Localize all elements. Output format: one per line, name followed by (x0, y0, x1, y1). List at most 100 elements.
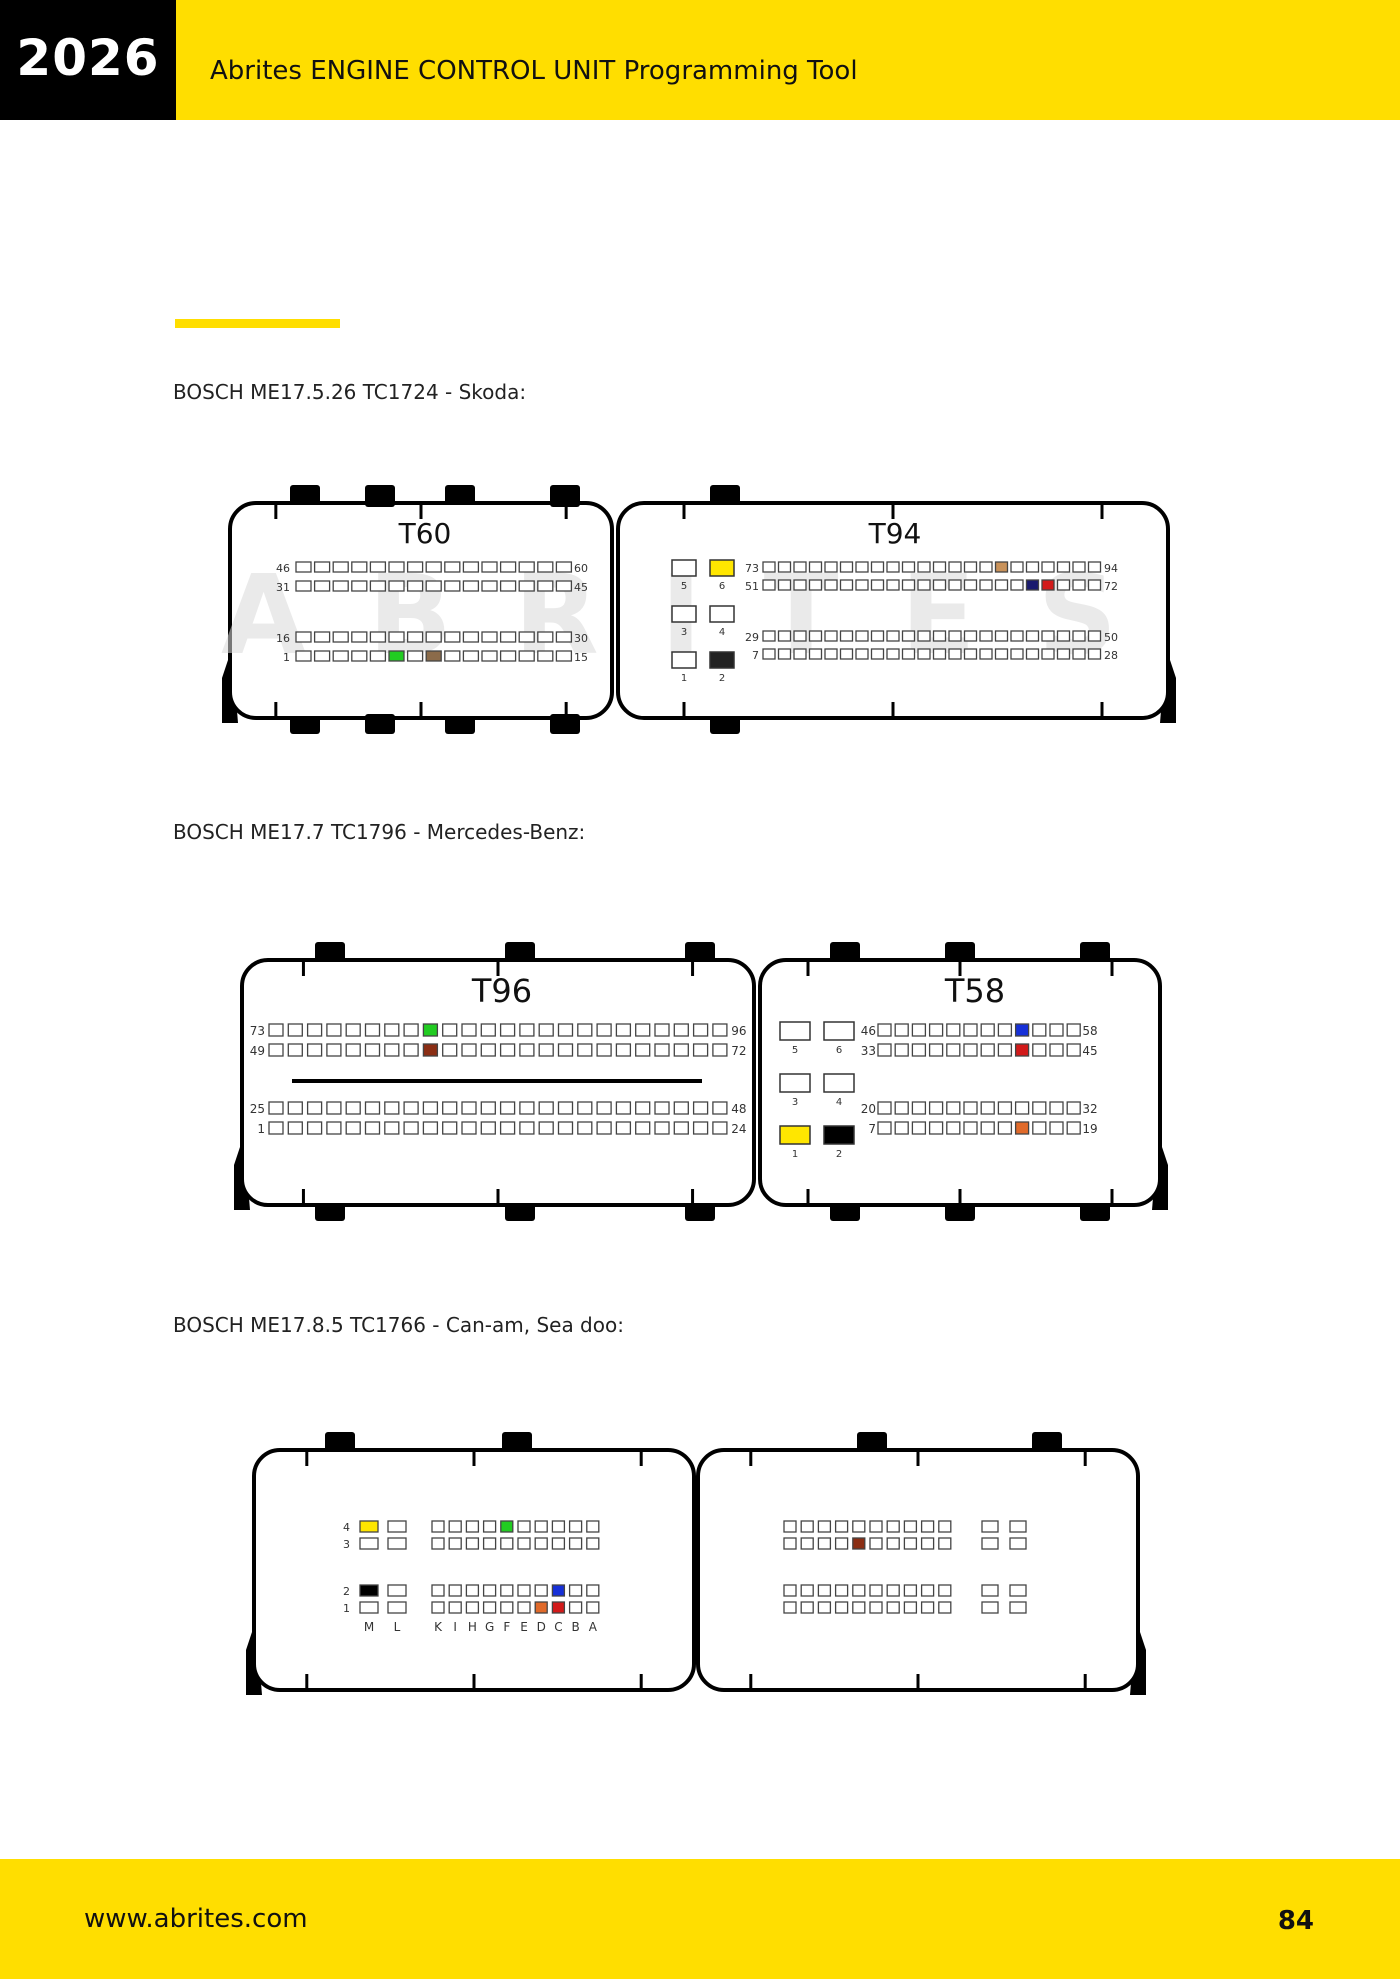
connector-pin (596, 1121, 612, 1135)
connector-pin (1049, 1043, 1064, 1057)
connector-pin (692, 1023, 709, 1037)
caption-canam: BOSCH ME17.8.5 TC1766 - Can-am, Sea doo: (173, 1313, 624, 1337)
pin-number-label: 60 (574, 562, 588, 575)
connector-pin (1032, 1101, 1047, 1115)
column-letter-label: H (468, 1620, 477, 1634)
connector-pin (997, 1043, 1013, 1057)
connector-pin (406, 631, 424, 643)
connector-pin (886, 1601, 900, 1614)
connector-pin (911, 1121, 927, 1135)
connector-pin (287, 1043, 303, 1057)
connector-pin (1032, 1121, 1047, 1135)
connector-pin (692, 1043, 709, 1057)
connector-pin (673, 1043, 689, 1057)
connector-pin (306, 1023, 323, 1037)
connector-pin (783, 1584, 797, 1597)
connector-pin (384, 1043, 400, 1057)
connector-pin (369, 631, 387, 643)
connector-pin (1072, 648, 1086, 660)
header-title: Abrites ENGINE CONTROL UNIT Programming … (210, 56, 858, 86)
connector-pin (834, 1584, 849, 1597)
connector-pin-large (709, 605, 735, 623)
connector-pin (388, 631, 405, 643)
connector-pin (869, 1537, 883, 1550)
connector-pin (1066, 1043, 1081, 1057)
connector-pin (979, 579, 993, 591)
connector-pin (901, 561, 916, 573)
connector-pin (1087, 561, 1102, 573)
connector-pin (444, 650, 461, 662)
connector-pin (295, 631, 312, 643)
connector-pin (994, 630, 1009, 642)
connector-pin (406, 650, 424, 662)
connector-pin (963, 1121, 978, 1135)
connector-pin (877, 1121, 892, 1135)
column-letter-label: L (394, 1620, 401, 1634)
connector-pin (326, 1121, 342, 1135)
connector-pin (406, 561, 424, 573)
connector-pin (894, 1023, 909, 1037)
connector-pin (537, 650, 554, 662)
connector-pin (839, 579, 854, 591)
connector-pin (1014, 1121, 1030, 1135)
connector-pin (369, 650, 387, 662)
column-letter-label: B (571, 1620, 579, 1634)
connector-pin (712, 1043, 728, 1057)
connector-pin (963, 561, 978, 573)
connector-pin (537, 561, 554, 573)
connector-pin (817, 1520, 832, 1533)
connector-pin (808, 630, 823, 642)
connector-pin (403, 1023, 419, 1037)
connector-pin (917, 579, 931, 591)
connector-pin (448, 1601, 462, 1614)
connector-pin (1009, 1520, 1027, 1533)
connector-pin (793, 648, 807, 660)
connector-pin (824, 561, 838, 573)
connector-pin (673, 1101, 689, 1115)
pin-number-label: 28 (1104, 649, 1118, 662)
connector-name-label: T58 (944, 972, 1005, 1010)
connector-pin (313, 631, 331, 643)
connector-pin (1032, 1043, 1047, 1057)
connector-pin (388, 650, 405, 662)
connector-pin (268, 1023, 284, 1037)
connector-pin (1009, 1601, 1027, 1614)
connector-pin (783, 1520, 797, 1533)
connector-pin (852, 1584, 866, 1597)
connector-pin (287, 1101, 303, 1115)
connector-pin (673, 1023, 689, 1037)
connector-pin (387, 1520, 407, 1533)
connector-pin-large (671, 559, 697, 577)
connector-pin (557, 1121, 574, 1135)
connector-pin (519, 1023, 535, 1037)
pin-number-label: 30 (574, 632, 588, 645)
pin-number-label: 4 (719, 627, 725, 638)
footer-website-link[interactable]: www.abrites.com (84, 1904, 308, 1934)
connector-pin (635, 1121, 651, 1135)
connector-pin (980, 1023, 995, 1037)
connector-pin (359, 1584, 379, 1597)
column-letter-label: D (537, 1620, 546, 1634)
column-letter-label: G (485, 1620, 494, 1634)
connector-pin (500, 1601, 514, 1614)
connector-pin (948, 648, 962, 660)
connector-pin (461, 1121, 477, 1135)
connector-pin (306, 1101, 323, 1115)
connector-pin-large (671, 651, 697, 669)
pin-number-label: 1 (792, 1149, 798, 1160)
connector-pin (500, 1520, 514, 1533)
connector-pin (852, 1537, 866, 1550)
caption-skoda: BOSCH ME17.5.26 TC1724 - Skoda: (173, 380, 527, 404)
pin-number-label: 25 (250, 1102, 265, 1116)
connector-pin (981, 1537, 999, 1550)
connector-pin (461, 1023, 477, 1037)
pin-number-label: 72 (731, 1044, 746, 1058)
connector-pin (834, 1537, 849, 1550)
connector-pin (834, 1601, 849, 1614)
connector-pin (615, 1043, 632, 1057)
connector-pin (465, 1537, 480, 1550)
connector-pin (917, 648, 931, 660)
connector-pin (1056, 561, 1071, 573)
